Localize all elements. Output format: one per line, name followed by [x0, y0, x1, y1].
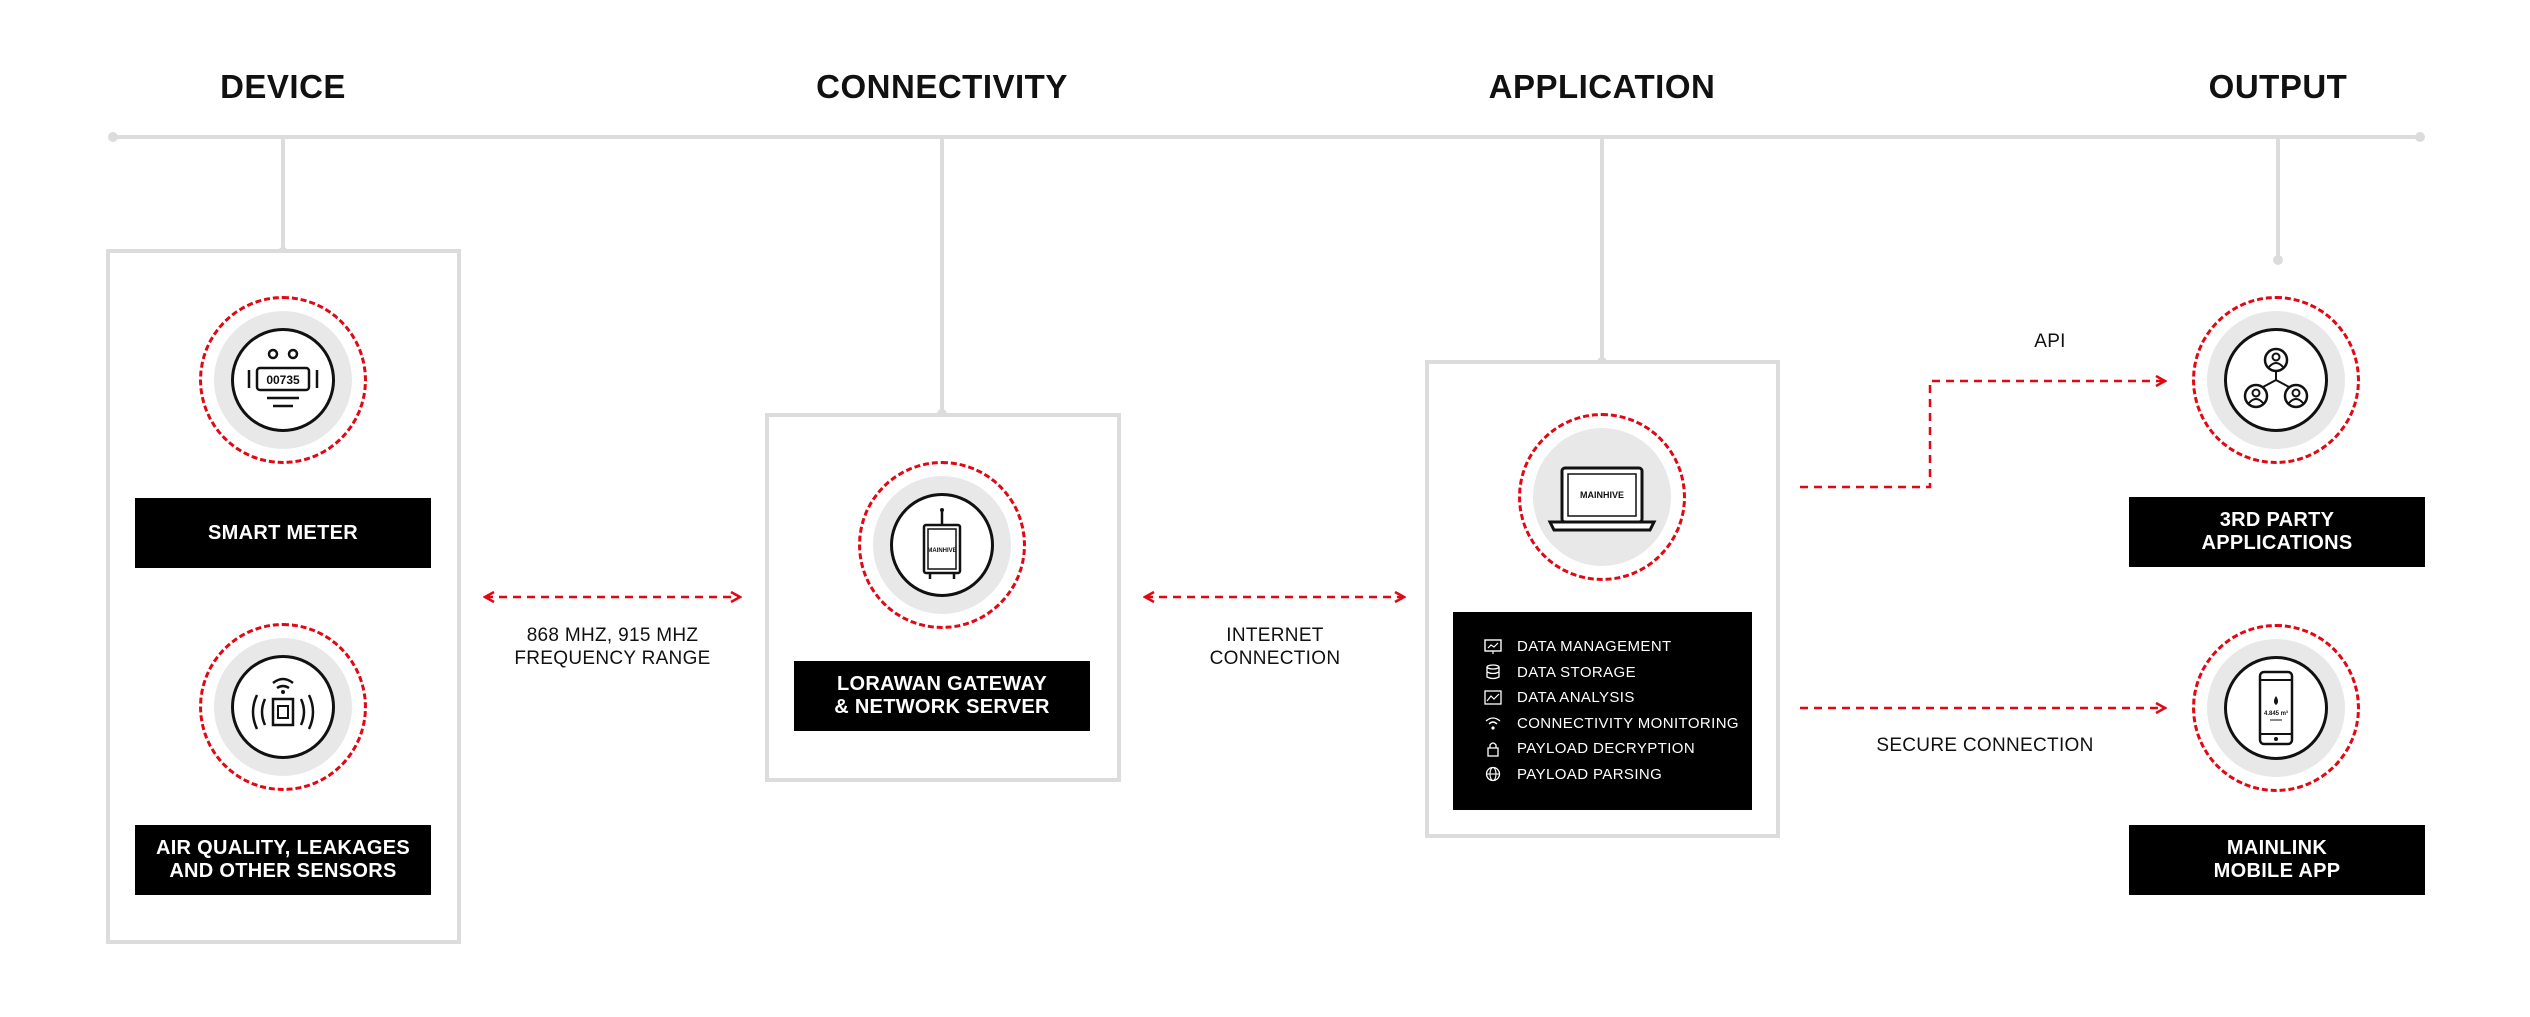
column-title-device: DEVICE	[220, 68, 346, 105]
third-party-icon-ring	[2192, 296, 2360, 464]
api-link-arrow	[1800, 381, 2165, 489]
api-label: API	[2034, 331, 2066, 352]
smart-meter-icon: 00735	[247, 348, 319, 408]
feature-item: PAYLOAD PARSING	[1483, 762, 1752, 788]
gateway-icon: MAINHIVE	[922, 508, 962, 579]
feature-label: PAYLOAD PARSING	[1517, 765, 1663, 783]
application-icon-ring: MAINHIVE	[1518, 413, 1686, 581]
feature-item: DATA STORAGE	[1483, 660, 1752, 686]
laptop-brand: MAINHIVE	[1580, 490, 1624, 500]
smart-meter-icon-ring: 00735	[199, 296, 367, 464]
gateway-label: LORAWAN GATEWAY & NETWORK SERVER	[794, 661, 1090, 731]
globe-icon	[1485, 767, 1501, 782]
application-feature-list: DATA MANAGEMENT DATA STORAGE DATA ANALYS…	[1453, 612, 1752, 810]
lock-icon	[1487, 742, 1499, 757]
third-party-label: 3RD PARTY APPLICATIONS	[2129, 497, 2425, 567]
data-management-icon	[1484, 639, 1502, 654]
frequency-label: 868 MHZ, 915 MHZ FREQUENCY RANGE	[514, 625, 711, 669]
mobile-icon-ring: 4.845 m³	[2192, 624, 2360, 792]
column-title-output: OUTPUT	[2208, 68, 2348, 105]
smart-meter-label: SMART METER	[135, 498, 431, 568]
mobile-app-label: MAINLINK MOBILE APP	[2129, 825, 2425, 895]
third-party-network-icon	[2243, 347, 2309, 409]
gateway-icon-ring: MAINHIVE	[858, 461, 1026, 629]
feature-label: DATA STORAGE	[1517, 663, 1636, 681]
feature-item: DATA ANALYSIS	[1483, 685, 1752, 711]
internet-label: INTERNET CONNECTION	[1209, 625, 1341, 669]
feature-item: PAYLOAD DECRYPTION	[1483, 736, 1752, 762]
feature-item: CONNECTIVITY MONITORING	[1483, 711, 1752, 737]
phone-value: 4.845 m³	[2264, 710, 2288, 717]
database-icon	[1486, 664, 1500, 680]
sensors-label: AIR QUALITY, LEAKAGES AND OTHER SENSORS	[135, 825, 431, 895]
mobile-phone-icon: 4.845 m³	[2258, 670, 2294, 746]
analysis-icon	[1484, 690, 1502, 705]
sensor-icon	[251, 677, 315, 730]
meter-reading: 00735	[266, 373, 300, 387]
feature-label: CONNECTIVITY MONITORING	[1517, 714, 1739, 732]
column-title-application: APPLICATION	[1488, 68, 1716, 105]
sensor-icon-ring	[199, 623, 367, 791]
wifi-icon	[1485, 717, 1501, 730]
feature-label: DATA MANAGEMENT	[1517, 638, 1672, 656]
feature-item: DATA MANAGEMENT	[1483, 634, 1752, 660]
laptop-icon: MAINHIVE	[1547, 466, 1657, 532]
column-title-connectivity: CONNECTIVITY	[816, 68, 1068, 105]
gateway-brand: MAINHIVE	[927, 548, 956, 554]
feature-label: DATA ANALYSIS	[1517, 689, 1635, 707]
feature-label: PAYLOAD DECRYPTION	[1517, 740, 1696, 758]
secure-connection-label: SECURE CONNECTION	[1876, 735, 2094, 756]
